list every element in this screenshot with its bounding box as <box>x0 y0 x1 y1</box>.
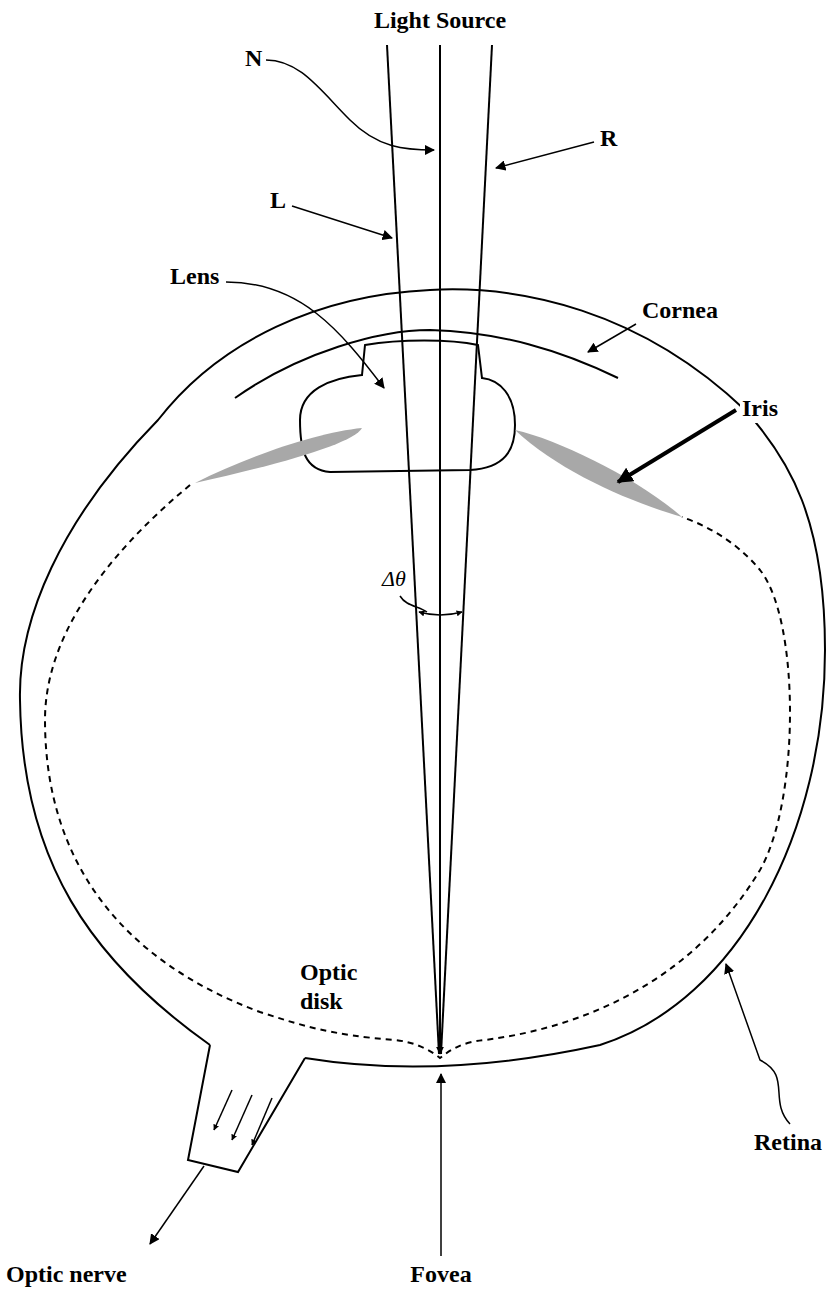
optic-nerve-outline <box>188 1045 305 1172</box>
ray-label: N <box>243 44 264 73</box>
part-label: Retina <box>752 1128 824 1157</box>
signal-arrow <box>214 1090 232 1130</box>
leader-line <box>266 60 434 150</box>
leader-line <box>496 142 594 168</box>
ray-label: R <box>598 124 619 153</box>
angle-arc <box>419 612 462 615</box>
leader-line <box>588 324 636 352</box>
part-label: Optic disk <box>298 958 394 1016</box>
retina-line <box>45 485 790 1058</box>
leader-line <box>292 206 392 238</box>
angle-label: Δθ <box>380 566 408 592</box>
leader-arrow <box>618 410 736 482</box>
part-label: Optic nerve <box>4 1260 129 1289</box>
iris-shape <box>515 430 682 517</box>
ray-label: L <box>268 186 288 215</box>
leader-line <box>150 1166 204 1244</box>
signal-arrow <box>252 1098 272 1145</box>
light-ray <box>439 45 441 1054</box>
part-label: Fovea <box>408 1260 473 1289</box>
light-ray <box>441 45 492 1054</box>
part-label: Iris <box>740 394 780 423</box>
eye-outline <box>20 289 825 1066</box>
leader-line <box>400 596 427 612</box>
leader-line <box>226 282 384 388</box>
leader-line <box>726 964 790 1124</box>
part-label: Cornea <box>640 296 720 325</box>
signal-arrow <box>232 1095 252 1140</box>
part-label: Lens <box>168 262 221 291</box>
light-ray <box>387 45 439 1054</box>
leader-line <box>440 1074 442 1256</box>
source-label: Light Source <box>372 6 508 35</box>
iris-shape <box>195 428 362 483</box>
